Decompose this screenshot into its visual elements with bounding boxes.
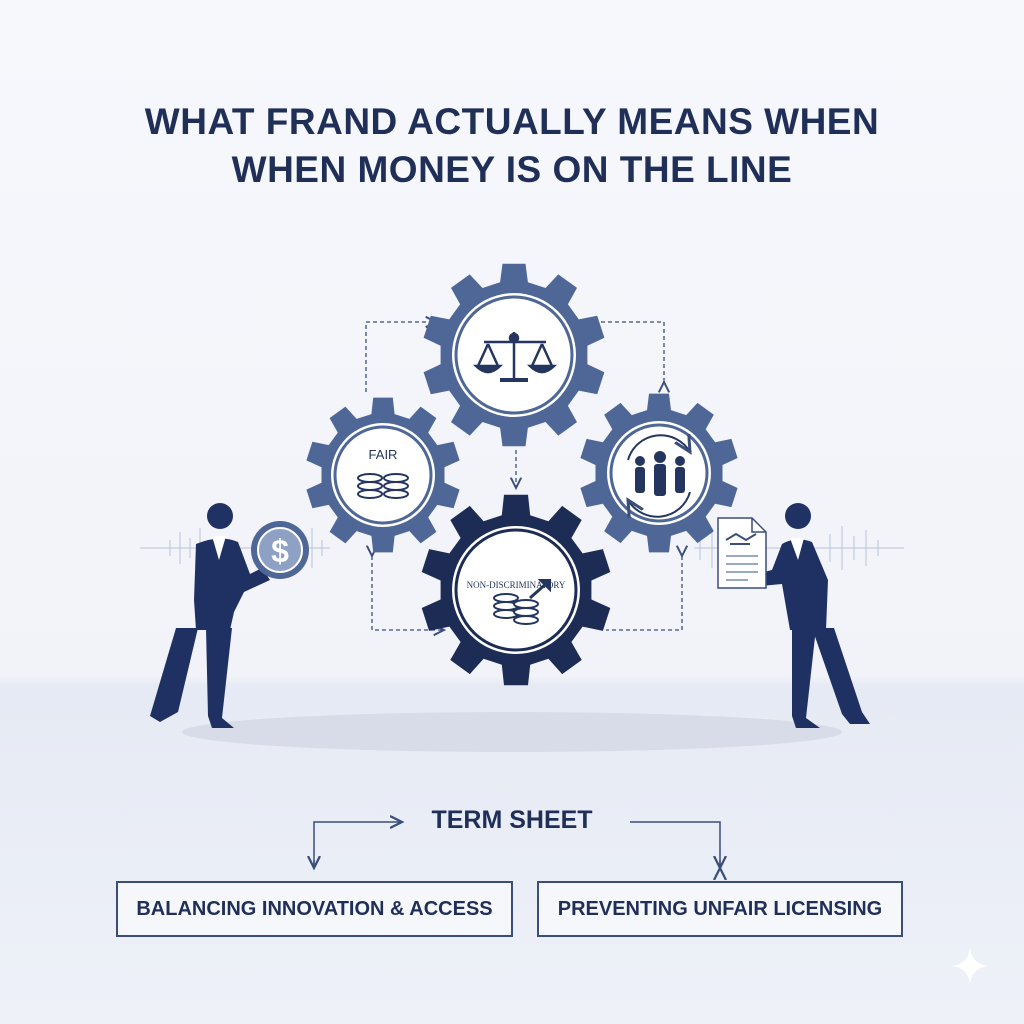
businessman-left (150, 503, 270, 728)
balancing-innovation-label: BALANCING INNOVATION & ACCESS (136, 898, 492, 921)
gear-non-discriminatory (422, 495, 611, 685)
coin-symbol: $ (271, 533, 289, 569)
handshake-document-icon (718, 518, 766, 588)
term-sheet-label: TERM SHEET (384, 806, 640, 835)
sparkle-icon (952, 948, 988, 984)
businessman-right (756, 503, 870, 728)
ground-shadow (182, 712, 842, 752)
dollar-coin-icon: $ (251, 521, 309, 579)
preventing-unfair-label: PREVENTING UNFAIR LICENSING (558, 898, 882, 921)
balancing-innovation-box: BALANCING INNOVATION & ACCESS (116, 881, 513, 937)
gear-fair (306, 398, 459, 553)
preventing-unfair-box: PREVENTING UNFAIR LICENSING (537, 881, 903, 937)
gear-label-non-discriminatory: NON-DISCRIMINATORY (467, 580, 566, 590)
gear-label-fair: FAIR (369, 447, 398, 462)
